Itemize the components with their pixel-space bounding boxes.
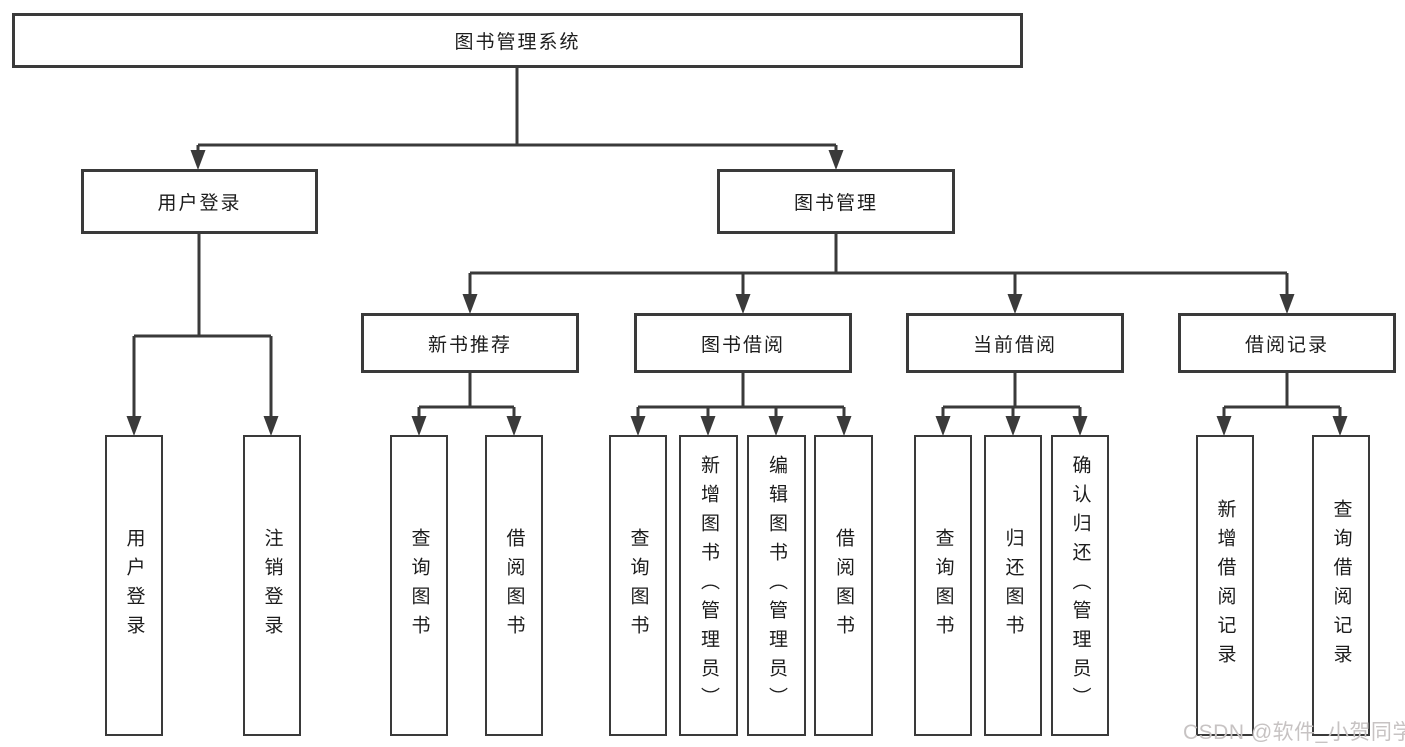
arrow-down-icon	[700, 416, 716, 436]
node-borrow-records: 借阅记录	[1178, 313, 1396, 373]
node-book-borrow: 图书借阅	[634, 313, 852, 373]
arrow-down-icon	[190, 150, 206, 170]
arrow-down-icon	[935, 416, 951, 436]
node-new-book-recommend: 新书推荐	[361, 313, 579, 373]
leaf-newbook-query-books: 查询图书	[390, 435, 448, 736]
leaf-label: 注销登录	[261, 527, 283, 644]
arrow-down-icon	[768, 416, 784, 436]
arrow-down-icon	[735, 294, 751, 314]
arrow-down-icon	[1332, 416, 1348, 436]
node-label: 用户登录	[157, 193, 242, 214]
arrow-down-icon	[630, 416, 646, 436]
node-label: 新书推荐	[427, 334, 512, 356]
arrow-down-icon	[1005, 416, 1021, 436]
node-label: 图书管理	[793, 193, 878, 214]
arrow-down-icon	[506, 416, 522, 436]
arrow-down-icon	[1072, 416, 1088, 436]
node-label: 图书管理系统	[454, 32, 581, 53]
leaf-borrow-borrow-books: 借阅图书	[814, 435, 873, 736]
leaf-label: 查询图书	[932, 527, 954, 644]
arrow-down-icon	[411, 416, 427, 436]
leaf-label: 查询图书	[408, 527, 430, 644]
leaf-records-query-record: 查询借阅记录	[1312, 435, 1370, 736]
arrow-down-icon	[1216, 416, 1232, 436]
node-label: 借阅记录	[1244, 334, 1329, 356]
leaf-user-login: 用户登录	[105, 435, 163, 736]
node-label: 当前借阅	[972, 334, 1057, 356]
leaf-label: 用户登录	[123, 527, 145, 644]
arrow-down-icon	[836, 416, 852, 436]
leaf-newbook-borrow-books: 借阅图书	[485, 435, 543, 736]
leaf-label: 归还图书	[1002, 527, 1024, 644]
leaf-borrow-edit-books-admin: 编辑图书（管理员）	[747, 435, 806, 736]
leaf-current-query-books: 查询图书	[914, 435, 972, 736]
leaf-current-return-books: 归还图书	[984, 435, 1042, 736]
leaf-label: 借阅图书	[503, 527, 525, 644]
arrow-down-icon	[1007, 294, 1023, 314]
leaf-records-add-record: 新增借阅记录	[1196, 435, 1254, 736]
leaf-label: 借阅图书	[833, 527, 854, 644]
leaf-current-confirm-return-admin: 确认归还（管理员）	[1051, 435, 1109, 736]
leaf-label: 编辑图书（管理员）	[766, 455, 787, 716]
leaf-label: 确认归还（管理员）	[1069, 455, 1091, 716]
node-system-root: 图书管理系统	[12, 13, 1023, 68]
leaf-borrow-query-books: 查询图书	[609, 435, 667, 736]
node-label: 图书借阅	[700, 334, 785, 356]
leaf-borrow-add-books-admin: 新增图书（管理员）	[679, 435, 738, 736]
arrow-down-icon	[828, 150, 844, 170]
arrow-down-icon	[462, 294, 478, 314]
leaf-label: 新增图书（管理员）	[698, 455, 719, 716]
leaf-label: 查询借阅记录	[1330, 498, 1352, 673]
node-book-management: 图书管理	[717, 169, 955, 234]
watermark: CSDN @软件_小贺同学	[1183, 721, 1405, 744]
node-current-borrow: 当前借阅	[906, 313, 1124, 373]
arrow-down-icon	[1279, 294, 1295, 314]
leaf-label: 查询图书	[627, 527, 649, 644]
node-user-login: 用户登录	[81, 169, 318, 234]
arrow-down-icon	[126, 416, 142, 436]
arrow-down-icon	[263, 416, 279, 436]
leaf-label: 新增借阅记录	[1214, 498, 1236, 673]
leaf-logout: 注销登录	[243, 435, 301, 736]
